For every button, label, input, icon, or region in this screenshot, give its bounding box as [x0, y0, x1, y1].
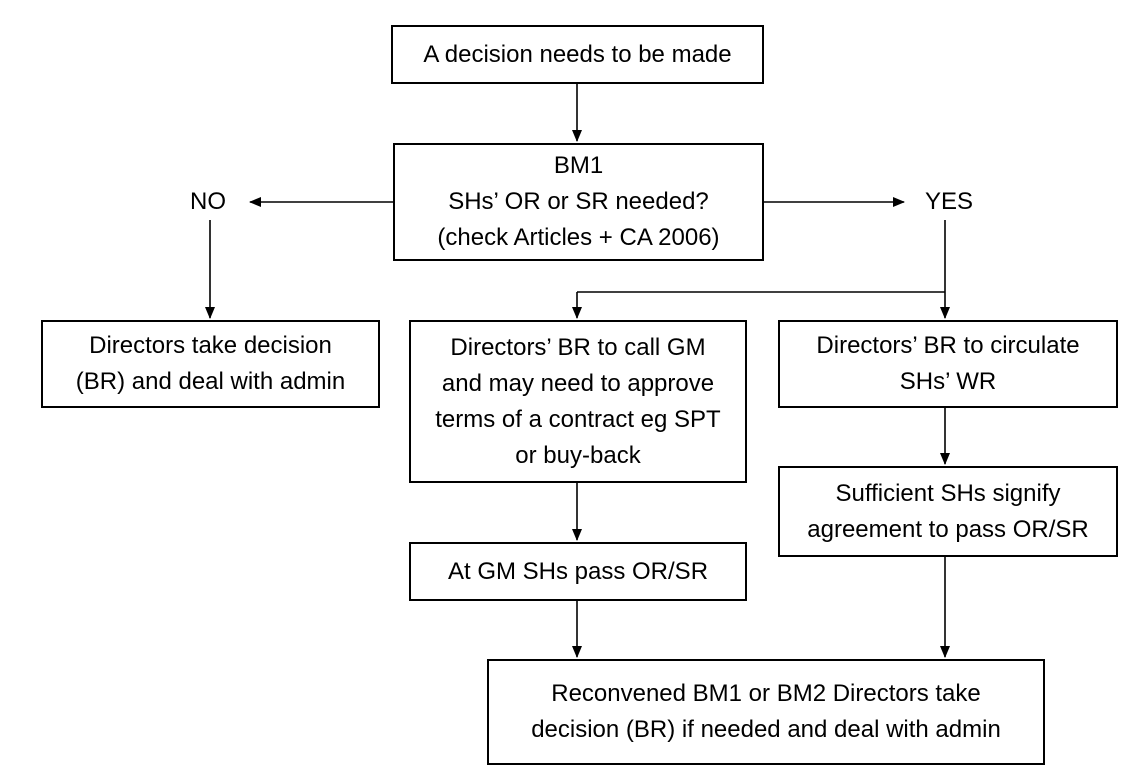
node-bm1-question: BM1 SHs’ OR or SR needed? (check Article…	[393, 143, 764, 261]
node-text-line: A decision needs to be made	[423, 40, 732, 68]
node-text-line: agreement to pass OR/SR	[807, 515, 1089, 543]
node-text-line: Sufficient SHs signify	[835, 479, 1061, 507]
node-text-line: (BR) and deal with admin	[75, 368, 346, 395]
node-text-line: Directors’ BR to circulate	[816, 332, 1080, 359]
node-shs-signify-agreement: Sufficient SHs signify agreement to pass…	[778, 466, 1118, 557]
node-decision-needed: A decision needs to be made	[391, 25, 764, 84]
node-text-line: decision (BR) if needed and deal with ad…	[531, 716, 1001, 743]
node-directors-take-decision: Directors take decision (BR) and deal wi…	[41, 320, 380, 408]
label-no: NO	[190, 188, 226, 215]
node-text-line: SHs’ OR or SR needed?	[448, 188, 709, 215]
label-yes: YES	[925, 188, 974, 215]
node-text-line: or buy-back	[515, 441, 641, 469]
node-text-line: SHs’ WR	[899, 368, 997, 395]
node-reconvened-bm: Reconvened BM1 or BM2 Directors take dec…	[487, 659, 1045, 765]
node-gm-shs-pass: At GM SHs pass OR/SR	[409, 542, 747, 601]
node-text-line: Directors take decision	[89, 332, 332, 359]
node-text-line: (check Articles + CA 2006)	[437, 224, 720, 251]
node-directors-circulate-wr: Directors’ BR to circulate SHs’ WR	[778, 320, 1118, 408]
node-text-line: Reconvened BM1 or BM2 Directors take	[551, 680, 981, 707]
node-text-line: terms of a contract eg SPT	[435, 405, 721, 433]
node-directors-call-gm: Directors’ BR to call GM and may need to…	[409, 320, 747, 483]
node-text-line: At GM SHs pass OR/SR	[447, 557, 709, 585]
node-text-line: BM1	[553, 152, 604, 179]
node-text-line: and may need to approve	[441, 369, 715, 397]
node-text-line: Directors’ BR to call GM	[450, 333, 706, 361]
